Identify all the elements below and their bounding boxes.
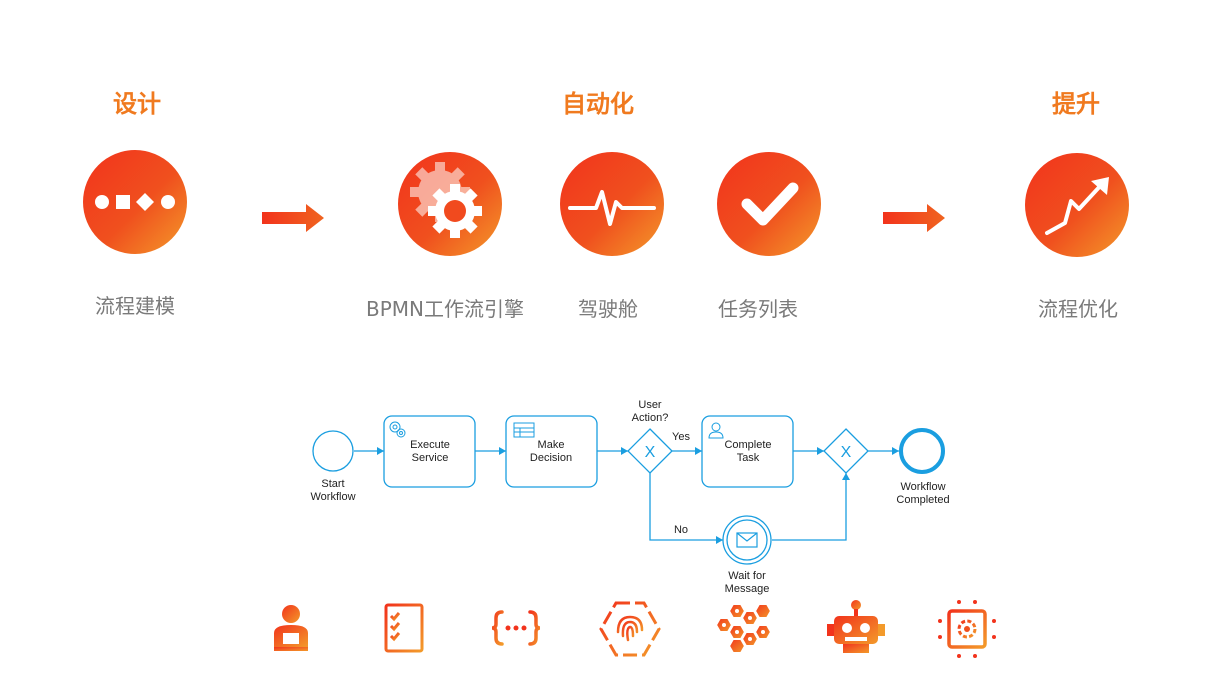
pulse-icon (568, 190, 656, 226)
end-label: Completed (896, 494, 949, 506)
robot-icon (827, 600, 885, 653)
no-label: No (674, 524, 688, 536)
tasklist-circle (717, 152, 821, 256)
braces-icon (491, 610, 541, 646)
execute-label: Service (412, 452, 449, 464)
start-label: Workflow (310, 491, 355, 503)
flow-arrow-icon (262, 204, 324, 232)
modeling-label: 流程建模 (95, 294, 175, 318)
cockpit-circle (560, 152, 664, 256)
decision-table-icon (513, 422, 535, 438)
process-shapes-icon (95, 193, 175, 211)
message-event (722, 515, 772, 565)
hexagon-cluster-icon (714, 603, 773, 654)
yes-label: Yes (672, 431, 690, 443)
start-label: Start (321, 478, 344, 490)
user-icon (708, 422, 724, 439)
optimize-label: 流程优化 (1038, 297, 1118, 321)
wait-label: Wait for (728, 570, 766, 582)
gateway-x-icon: X (841, 444, 852, 461)
sequence-flow (772, 473, 847, 541)
gateway-question-label: User (638, 399, 662, 411)
execute-label: Execute (410, 439, 450, 451)
wait-label: Message (725, 583, 770, 595)
person-laptop-icon (274, 605, 308, 651)
complete-label: Task (737, 452, 760, 464)
flow-arrow-icon (883, 204, 945, 232)
trend-up-arrow-icon (1045, 177, 1109, 235)
envelope-icon (736, 532, 758, 548)
gateway-x-icon: X (645, 444, 656, 461)
optimize-circle (1025, 153, 1129, 257)
make-decision-task (505, 415, 598, 488)
complete-label: Complete (724, 439, 771, 451)
decision-label: Decision (530, 452, 572, 464)
decision-label: Make (538, 439, 565, 451)
engine-label: BPMN工作流引擎 (366, 297, 524, 321)
stage-automate-heading: 自动化 (562, 90, 634, 118)
chip-gear-icon (938, 600, 996, 658)
complete-task (701, 415, 794, 488)
sequence-flow (649, 473, 723, 541)
stage-improve-heading: 提升 (1052, 90, 1100, 118)
end-label: Workflow (900, 481, 945, 493)
checklist-icon (384, 603, 424, 653)
gateway-question-label: Action? (632, 412, 669, 424)
service-gear-icon (389, 421, 406, 438)
exclusive-gateway (627, 428, 673, 474)
fingerprint-hex-icon (599, 601, 661, 657)
checkmark-icon (741, 182, 799, 226)
cockpit-label: 驾驶舱 (578, 297, 638, 321)
start-event (312, 430, 354, 472)
modeling-circle (83, 150, 187, 254)
execute-service-task (383, 415, 476, 488)
merge-gateway (823, 428, 869, 474)
stage-design-heading: 设计 (113, 90, 161, 118)
tasklist-label: 任务列表 (718, 297, 798, 321)
end-event (899, 428, 945, 474)
gear-icon (410, 162, 482, 238)
engine-circle (398, 152, 502, 256)
